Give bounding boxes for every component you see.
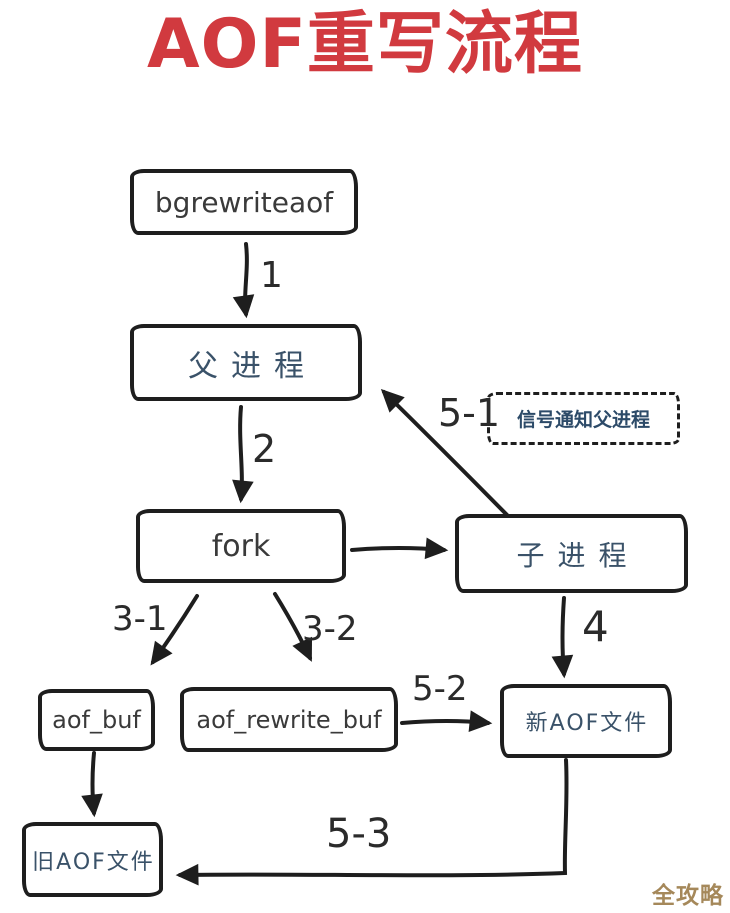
node-aof-buf: aof_buf xyxy=(38,689,155,751)
arrow-aofbuf-to-oldaof xyxy=(81,751,103,818)
node-fork-label: fork xyxy=(211,528,271,564)
arrow-step2-parent-to-fork xyxy=(232,405,254,504)
arrow-fork-to-child xyxy=(350,537,449,560)
node-fork: fork xyxy=(136,509,346,583)
node-old-aof-file: 旧AOF文件 xyxy=(22,822,163,897)
edge-label-step5-1: 5-1 xyxy=(438,391,501,435)
arrow-step3-2-fork-to-aofrewritebuf xyxy=(273,592,313,662)
node-signal-notify-parent-label: 信号通知父进程 xyxy=(516,409,650,431)
node-new-aof-file: 新AOF文件 xyxy=(500,684,672,758)
node-signal-notify-parent: 信号通知父进程 xyxy=(487,392,680,445)
arrow-step5-2-aofrewritebuf-to-newaof xyxy=(400,710,493,732)
arrow-step1-bgrewriteaof-to-parent xyxy=(232,242,255,319)
node-child-process-label: 子进程 xyxy=(516,538,640,572)
node-parent-process: 父进程 xyxy=(130,324,362,401)
edge-label-step3-1: 3-1 xyxy=(112,599,168,639)
edge-label-step2: 2 xyxy=(252,427,277,471)
node-new-aof-file-label: 新AOF文件 xyxy=(525,711,649,736)
page-title: AOF重写流程 xyxy=(147,5,583,84)
edge-label-step1: 1 xyxy=(260,255,283,296)
edge-label-step5-2: 5-2 xyxy=(412,669,468,709)
node-parent-process-label: 父进程 xyxy=(188,348,317,384)
edge-label-step4: 4 xyxy=(582,602,609,651)
node-bgrewriteaof-label: bgrewriteaof xyxy=(154,185,334,219)
node-aof-rewrite-buf-label: aof_rewrite_buf xyxy=(196,705,382,734)
arrow-step3-1-fork-to-aofbuf xyxy=(150,594,199,666)
arrow-step5-1-child-to-parent xyxy=(380,388,511,519)
edge-label-step5-3: 5-3 xyxy=(326,811,392,857)
watermark: 全攻略 xyxy=(652,883,724,909)
edge-label-step3-2: 3-2 xyxy=(302,609,358,649)
node-child-process: 子进程 xyxy=(455,514,688,593)
node-aof-rewrite-buf: aof_rewrite_buf xyxy=(180,687,398,752)
node-bgrewriteaof: bgrewriteaof xyxy=(130,169,358,235)
arrow-step5-3-newaof-to-oldaof xyxy=(175,758,569,886)
node-old-aof-file-label: 旧AOF文件 xyxy=(32,849,155,875)
arrow-step4-child-to-newaof xyxy=(551,596,574,679)
node-aof-buf-label: aof_buf xyxy=(52,706,141,734)
